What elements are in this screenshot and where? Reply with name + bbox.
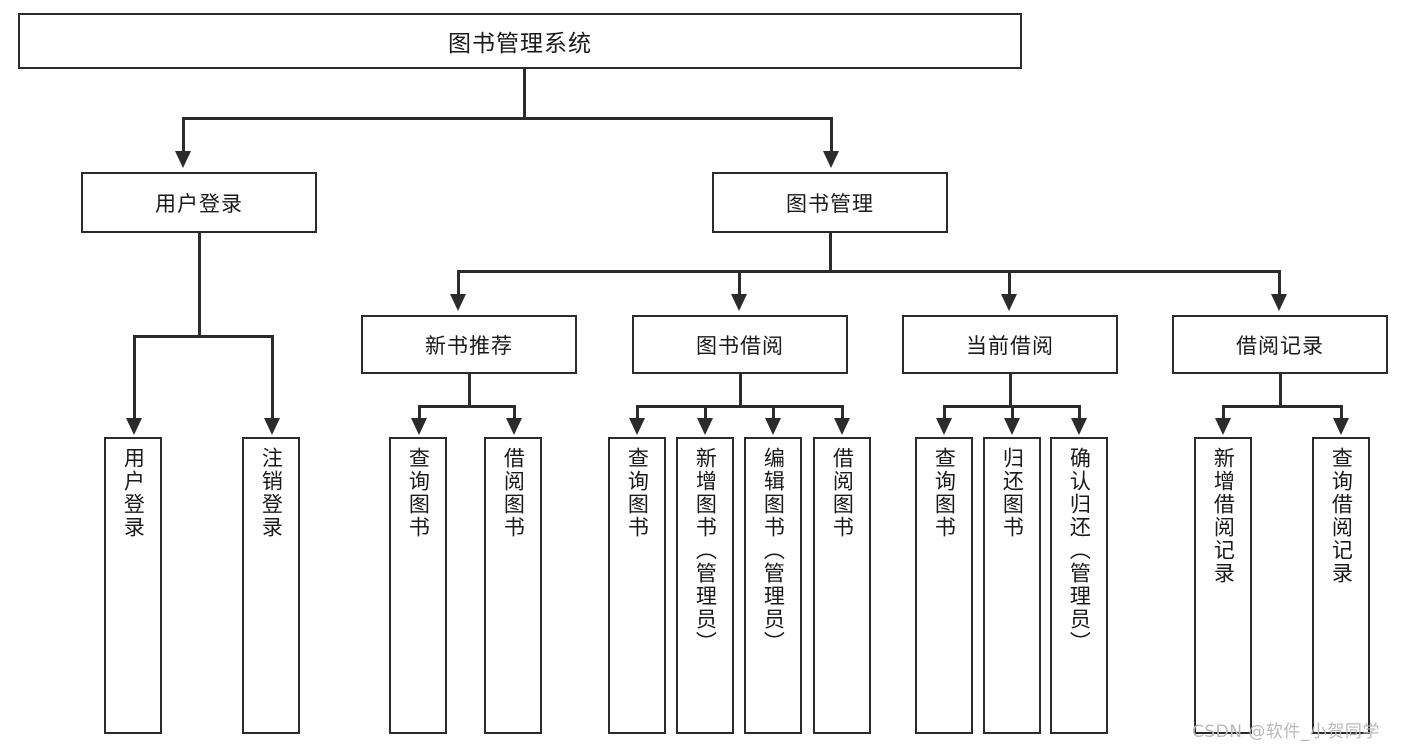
node-user-login-label: 用户登录 [155, 191, 243, 216]
connector-level1-drop-right [830, 117, 833, 153]
node-leaf-query-book-2[interactable]: 查询图书 [608, 437, 666, 734]
arrow-to-new-book-recommend [450, 294, 466, 311]
node-new-book-recommend[interactable]: 新书推荐 [361, 315, 577, 374]
connector-level1-bus [182, 117, 832, 120]
node-leaf-borrow-book-1[interactable]: 借阅图书 [484, 437, 542, 734]
node-leaf-confirm-return-label: 确认归还（管理员） [1067, 447, 1092, 654]
node-leaf-edit-book[interactable]: 编辑图书（管理员） [744, 437, 802, 734]
connector-level2-drop-3 [1008, 270, 1011, 296]
arrow-to-current-borrow [1001, 294, 1017, 311]
node-leaf-confirm-return[interactable]: 确认归还（管理员） [1050, 437, 1108, 734]
node-borrow-record[interactable]: 借阅记录 [1172, 315, 1388, 374]
node-leaf-edit-book-label: 编辑图书（管理员） [761, 447, 786, 654]
connector-nbr-drop-2 [513, 405, 516, 420]
connector-nbr-drop-1 [418, 405, 421, 420]
arrow-to-leaf-edit-book [765, 418, 781, 435]
node-leaf-logout[interactable]: 注销登录 [242, 437, 300, 734]
node-leaf-borrow-book-2[interactable]: 借阅图书 [813, 437, 871, 734]
node-leaf-add-record-label: 新增借阅记录 [1211, 447, 1236, 585]
csdn-watermark: CSDN @软件_小贺同学 [1192, 722, 1380, 742]
connector-current-borrow-stem [1009, 374, 1012, 405]
node-root[interactable]: 图书管理系统 [18, 13, 1022, 69]
node-leaf-query-book-2-label: 查询图书 [625, 447, 650, 539]
arrow-to-leaf-logout [264, 418, 280, 435]
node-user-login[interactable]: 用户登录 [81, 172, 317, 233]
connector-br-drop-1 [1222, 405, 1225, 420]
arrow-to-book-borrow [731, 294, 747, 311]
node-leaf-query-record-label: 查询借阅记录 [1329, 447, 1354, 585]
arrow-to-leaf-confirm-return [1071, 418, 1087, 435]
connector-bb-drop-4 [841, 405, 844, 420]
node-leaf-borrow-book-2-label: 借阅图书 [830, 447, 855, 539]
node-leaf-user-login[interactable]: 用户登录 [104, 437, 162, 734]
node-root-label: 图书管理系统 [448, 31, 592, 57]
node-book-borrow-label: 图书借阅 [696, 333, 784, 358]
node-leaf-query-book-3[interactable]: 查询图书 [915, 437, 973, 734]
arrow-to-leaf-query-book-2 [629, 418, 645, 435]
arrow-to-leaf-query-record [1333, 418, 1349, 435]
node-book-borrow[interactable]: 图书借阅 [632, 315, 848, 374]
node-leaf-return-book-label: 归还图书 [1000, 447, 1025, 539]
connector-user-login-drop-1 [133, 335, 136, 420]
arrow-to-leaf-borrow-book-1 [506, 418, 522, 435]
node-book-manage-label: 图书管理 [786, 191, 874, 216]
arrow-to-leaf-query-book-3 [936, 418, 952, 435]
connector-br-drop-2 [1340, 405, 1343, 420]
node-book-manage[interactable]: 图书管理 [712, 172, 948, 233]
arrow-to-user-login [175, 151, 191, 168]
node-current-borrow-label: 当前借阅 [966, 333, 1054, 358]
arrow-to-leaf-query-book-1 [411, 418, 427, 435]
connector-borrow-record-stem [1279, 374, 1282, 405]
node-leaf-add-book-label: 新增图书（管理员） [693, 447, 718, 654]
node-leaf-return-book[interactable]: 归还图书 [983, 437, 1041, 734]
connector-new-book-recommend-bus [418, 405, 515, 408]
connector-level2-drop-2 [738, 270, 741, 296]
arrow-to-book-manage [823, 151, 839, 168]
node-leaf-borrow-book-1-label: 借阅图书 [501, 447, 526, 539]
connector-cb-drop-1 [943, 405, 946, 420]
node-leaf-logout-label: 注销登录 [259, 447, 284, 539]
connector-user-login-stem [198, 233, 201, 335]
arrow-to-borrow-record [1271, 294, 1287, 311]
connector-bb-drop-2 [704, 405, 707, 420]
node-leaf-query-book-3-label: 查询图书 [932, 447, 957, 539]
arrow-to-leaf-add-book [697, 418, 713, 435]
connector-new-book-recommend-stem [468, 374, 471, 405]
node-leaf-add-book[interactable]: 新增图书（管理员） [676, 437, 734, 734]
connector-user-login-bus [133, 335, 271, 338]
node-leaf-query-record[interactable]: 查询借阅记录 [1312, 437, 1370, 734]
connector-book-borrow-bus [636, 405, 843, 408]
connector-bb-drop-1 [636, 405, 639, 420]
connector-book-manage-stem [829, 233, 832, 270]
connector-level2-bus [457, 270, 1280, 273]
node-borrow-record-label: 借阅记录 [1236, 333, 1324, 358]
arrow-to-leaf-add-record [1215, 418, 1231, 435]
connector-bb-drop-3 [772, 405, 775, 420]
connector-root-stem [523, 69, 526, 118]
node-new-book-recommend-label: 新书推荐 [425, 333, 513, 358]
connector-level2-drop-1 [457, 270, 460, 296]
connector-book-borrow-stem [739, 374, 742, 405]
node-leaf-query-book-1-label: 查询图书 [406, 447, 431, 539]
node-leaf-add-record[interactable]: 新增借阅记录 [1194, 437, 1252, 734]
connector-cb-drop-2 [1011, 405, 1014, 420]
node-leaf-query-book-1[interactable]: 查询图书 [389, 437, 447, 734]
connector-borrow-record-bus [1222, 405, 1342, 408]
arrow-to-leaf-return-book [1004, 418, 1020, 435]
arrow-to-leaf-borrow-book-2 [834, 418, 850, 435]
node-leaf-user-login-label: 用户登录 [121, 447, 146, 539]
node-current-borrow[interactable]: 当前借阅 [902, 315, 1118, 374]
connector-cb-drop-3 [1078, 405, 1081, 420]
connector-level1-drop-left [182, 117, 185, 153]
connector-user-login-drop-2 [271, 335, 274, 420]
connector-level2-drop-4 [1278, 270, 1281, 296]
arrow-to-leaf-user-login [126, 418, 142, 435]
